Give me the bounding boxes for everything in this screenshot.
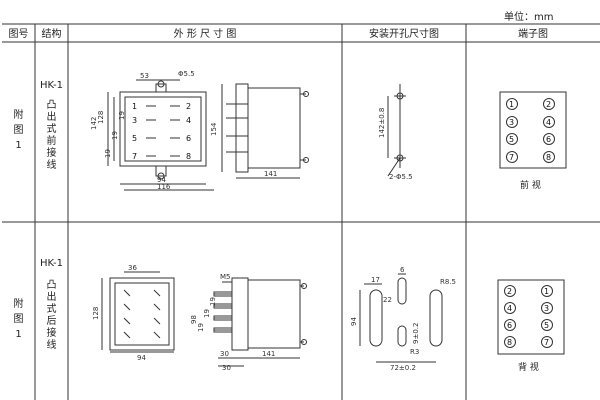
cutout-w3: 22 [383, 296, 392, 304]
dim-depth: 141 [264, 170, 277, 178]
terminal-label: 2 [507, 287, 512, 296]
dim-h2: 128 [97, 111, 105, 124]
outline-rear-view [101, 271, 175, 353]
dim-s2: 19 [203, 309, 211, 318]
header-structure: 结构 [41, 29, 62, 40]
cutout-r-small: R3 [410, 348, 419, 356]
dim-base-w: 94 [157, 176, 166, 184]
cutout-hole: 2-Φ5.5 [389, 173, 413, 181]
pin-label: 8 [186, 152, 191, 161]
header-figure-no: 图号 [8, 29, 29, 40]
pin-label: 7 [132, 152, 137, 161]
pin-row [146, 105, 180, 157]
header-outline: 外 形 尺 寸 图 [173, 29, 237, 40]
dim-hole: Φ5.5 [178, 70, 195, 78]
side-pins-2 [213, 291, 233, 333]
cutout-r-big: R8.5 [440, 278, 456, 286]
terminal-labels-front: 1 2 3 4 5 6 7 8 [509, 100, 551, 162]
dim-height-total: 142 [90, 117, 98, 130]
figure-label-1: 附 图 1 [13, 110, 24, 151]
terminal-label: 1 [544, 287, 549, 296]
terminal-label: 2 [546, 100, 551, 109]
cutout-w2: 6 [400, 266, 405, 274]
dim-h4: 19 [111, 131, 119, 140]
pin-label: 4 [186, 116, 191, 125]
terminal-label: 5 [509, 135, 514, 144]
cutout-w1: 17 [371, 276, 380, 284]
terminal-frame-front [499, 91, 567, 169]
terminal-label: 3 [544, 304, 549, 313]
dim-h-side: 98 [190, 315, 198, 324]
terminal-label: 6 [546, 135, 551, 144]
terminal-labels-rear: 2 1 4 3 6 5 8 7 [507, 287, 549, 347]
terminal-label: 7 [544, 338, 549, 347]
terminal-label: 8 [507, 338, 512, 347]
dim-top-width: 53 [140, 72, 149, 80]
unit-label: 单位：mm [504, 12, 554, 23]
model-label-1: HK-1 [40, 80, 63, 91]
dim-total-w: 116 [157, 183, 171, 191]
cutout-span: 142±0.8 [378, 108, 386, 138]
view-label-front: 前 视 [520, 181, 541, 191]
header-terminal: 端子图 [518, 29, 548, 40]
terminal-label: 7 [509, 153, 514, 162]
dim-screw: M5 [220, 273, 231, 281]
mount-type-2: 凸 出 式 后 接 线 [46, 280, 57, 351]
dim-depth-2: 141 [262, 350, 275, 358]
outline-front-view [107, 79, 214, 191]
terminal-circles-front [506, 98, 555, 163]
mount-type-1: 凸 出 式 前 接 线 [46, 100, 57, 171]
terminal-label: 4 [546, 118, 551, 127]
dim-s3: 19 [209, 297, 217, 306]
dim-s1: 19 [197, 323, 205, 332]
dim-base2: 30 [222, 364, 231, 372]
dim-h5: 19 [118, 111, 126, 120]
model-label-2: HK-1 [40, 258, 63, 269]
terminal-label: 4 [507, 304, 512, 313]
figure-label-2: 附 图 1 [13, 299, 24, 340]
terminal-frame-rear [497, 279, 565, 355]
dim-height-2: 128 [92, 307, 100, 320]
terminal-label: 5 [544, 321, 549, 330]
pin-label: 5 [132, 134, 137, 143]
terminal-label: 3 [509, 118, 514, 127]
terminal-label: 6 [507, 321, 512, 330]
table-grid [2, 23, 600, 400]
outline-side-view [221, 83, 309, 179]
cutout-height: 94 [350, 317, 358, 326]
cutout-span-2: 72±0.2 [390, 364, 416, 372]
terminal-label: 1 [509, 100, 514, 109]
outline-front-dims: 53 Φ5.5 142 128 19 19 19 94 116 1 2 3 4 … [90, 70, 195, 191]
side-pins [226, 103, 248, 153]
cutout-hole-2: 9±0.2 [412, 323, 420, 344]
pin-label: 6 [186, 134, 191, 143]
dim-base1: 30 [220, 350, 229, 358]
outline-side-view-2 [213, 277, 307, 367]
terminal-circles-rear [504, 285, 553, 348]
header-cutout: 安装开孔尺寸图 [369, 29, 439, 40]
dim-bottom-w: 94 [137, 354, 146, 362]
pin-label: 3 [132, 116, 137, 125]
pin-label: 1 [132, 102, 137, 111]
view-label-rear: 背 视 [518, 363, 539, 373]
cutout-front [387, 84, 406, 177]
dim-side-h: 154 [210, 122, 218, 136]
pin-label: 2 [186, 102, 191, 111]
dim-top-width-2: 36 [128, 264, 137, 272]
dim-h3: 19 [104, 149, 112, 158]
cutout-rear [359, 273, 443, 363]
terminal-label: 8 [546, 153, 551, 162]
